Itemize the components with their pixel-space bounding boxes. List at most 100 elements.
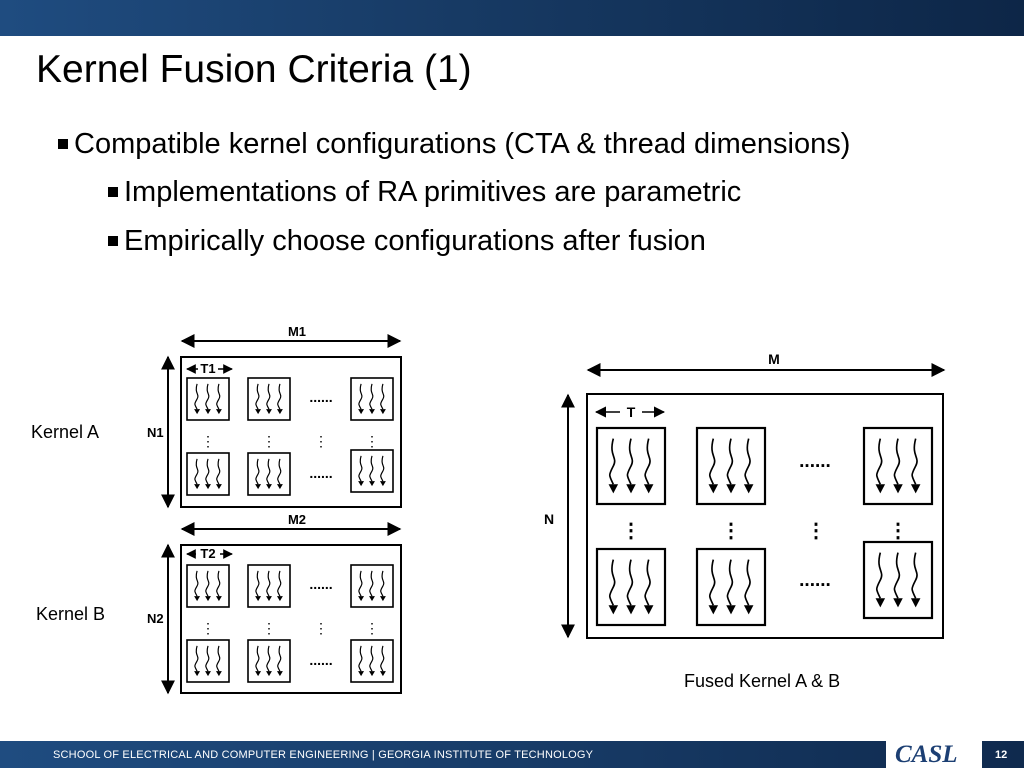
- thread-arrow-icon: [194, 409, 201, 415]
- thread-line: [644, 559, 651, 606]
- bullet-1-text: Compatible kernel configurations (CTA & …: [74, 128, 851, 160]
- thread-line: [911, 438, 918, 485]
- thread-arrow-icon: [379, 596, 386, 602]
- thread-arrow-icon: [875, 484, 886, 494]
- thread-line: [369, 645, 374, 672]
- thread-line: [380, 645, 385, 672]
- kernel-b-height-label: N2: [147, 611, 164, 626]
- thread-line: [205, 570, 210, 597]
- kernel-a-vdots-1: ⋮: [201, 433, 215, 449]
- footer-bar: SCHOOL OF ELECTRICAL AND COMPUTER ENGINE…: [0, 741, 1024, 768]
- thread-arrow-icon: [255, 409, 262, 415]
- thread-line: [266, 383, 271, 410]
- thread-arrow-icon: [194, 596, 201, 602]
- thread-arrow-icon: [893, 598, 903, 608]
- thread-line: [726, 559, 734, 606]
- thread-block-fused-6: [862, 540, 934, 620]
- fused-height-label: N: [544, 511, 554, 527]
- thread-block-a-2: [247, 377, 291, 421]
- thread-arrow-icon: [194, 671, 201, 677]
- kernel-a-block-label: T1: [200, 361, 215, 376]
- kernel-a-height-label: N1: [147, 425, 164, 440]
- thread-arrow-icon: [369, 481, 375, 487]
- thread-block-a-5: [247, 452, 291, 496]
- thread-arrow-icon: [266, 671, 272, 677]
- thread-line: [626, 438, 634, 485]
- thread-line: [216, 645, 221, 672]
- thread-line: [205, 383, 210, 410]
- thread-block-b-2: [247, 564, 291, 608]
- thread-block-a-6: [350, 449, 394, 493]
- thread-arrow-icon: [626, 605, 636, 615]
- thread-block-b-1: [186, 564, 230, 608]
- bullet-1: Compatible kernel configurations (CTA & …: [58, 128, 850, 161]
- thread-arrow-icon: [266, 596, 272, 602]
- thread-block-a-1: [186, 377, 230, 421]
- thread-block-fused-1: [595, 426, 667, 506]
- thread-line: [644, 438, 651, 485]
- thread-line: [194, 570, 199, 597]
- kernel-a-hdots-2: ......: [309, 465, 332, 481]
- thread-arrow-icon: [276, 409, 283, 415]
- kernel-a-width-label: M1: [288, 324, 306, 339]
- fused-vdots-1: ⋮: [621, 520, 641, 542]
- thread-line: [255, 383, 260, 410]
- thread-line: [875, 438, 883, 485]
- thread-arrow-icon: [379, 481, 386, 487]
- thread-arrow-icon: [266, 484, 272, 490]
- thread-block-b-6: [350, 639, 394, 683]
- thread-line: [875, 552, 883, 599]
- kernel-b-diagram: M2 N2 Kernel B T2 ...... ...... ⋮ ⋮ ⋮ ⋮: [36, 512, 402, 695]
- thread-line: [744, 559, 751, 606]
- thread-line: [726, 438, 734, 485]
- thread-arrow-icon: [358, 481, 365, 487]
- thread-block-fused-5: [695, 547, 767, 627]
- thread-line: [380, 455, 385, 482]
- thread-line: [194, 458, 199, 485]
- thread-line: [369, 455, 374, 482]
- thread-arrow-icon: [255, 596, 262, 602]
- bullet-2-text: Implementations of RA primitives are par…: [124, 176, 742, 208]
- thread-block-b-5: [247, 639, 291, 683]
- fused-kernel-diagram: M N T ...... ...... ⋮ ⋮ ⋮ ⋮ Fused Kernel…: [544, 351, 946, 691]
- thread-block-a-4: [186, 452, 230, 496]
- thread-line: [358, 645, 363, 672]
- thread-arrow-icon: [358, 409, 365, 415]
- thread-line: [893, 552, 901, 599]
- kernel-b-hdots-2: ......: [309, 652, 332, 668]
- thread-arrow-icon: [215, 596, 222, 602]
- bullet-square-icon: [108, 236, 118, 246]
- thread-arrow-icon: [608, 605, 619, 615]
- thread-arrow-icon: [708, 484, 719, 494]
- thread-arrow-icon: [369, 671, 375, 677]
- thread-line: [255, 458, 260, 485]
- thread-line: [277, 645, 282, 672]
- thread-block-a-3: [350, 377, 394, 421]
- thread-arrow-icon: [726, 484, 736, 494]
- fused-width-label: M: [768, 351, 780, 367]
- thread-line: [205, 458, 210, 485]
- thread-arrow-icon: [205, 671, 211, 677]
- thread-arrow-icon: [369, 409, 375, 415]
- slide-title: Kernel Fusion Criteria (1): [36, 48, 472, 91]
- thread-line: [255, 570, 260, 597]
- thread-arrow-icon: [276, 671, 283, 677]
- kernel-b-vdots-3: ⋮: [314, 620, 328, 636]
- thread-line: [216, 383, 221, 410]
- kernel-b-block-label: T2: [200, 546, 215, 561]
- footer-text: SCHOOL OF ELECTRICAL AND COMPUTER ENGINE…: [53, 749, 594, 761]
- thread-arrow-icon: [205, 409, 211, 415]
- fused-block-label: T: [627, 404, 636, 420]
- thread-arrow-icon: [358, 596, 365, 602]
- thread-arrow-icon: [276, 596, 283, 602]
- thread-line: [194, 383, 199, 410]
- thread-arrow-icon: [875, 598, 886, 608]
- thread-arrow-icon: [215, 409, 222, 415]
- thread-line: [369, 383, 374, 410]
- bullet-square-icon: [108, 187, 118, 197]
- thread-arrow-icon: [379, 409, 386, 415]
- thread-arrow-icon: [608, 484, 619, 494]
- thread-block-fused-3: [862, 426, 934, 506]
- thread-arrow-icon: [276, 484, 283, 490]
- thread-arrow-icon: [205, 596, 211, 602]
